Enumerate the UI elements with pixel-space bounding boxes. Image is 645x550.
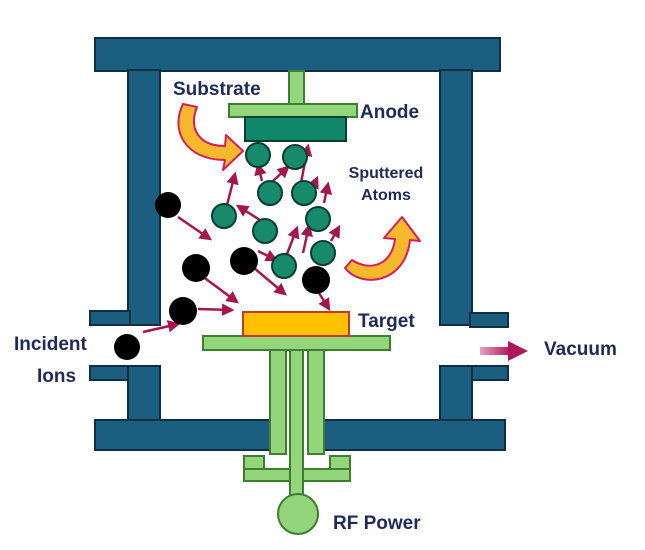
atom-arrow — [272, 165, 290, 182]
target — [242, 311, 350, 337]
sputtered-atom — [310, 240, 336, 266]
left-port-lower-flange — [89, 365, 131, 381]
ion-arrow — [253, 267, 287, 296]
substrate-label: Substrate — [173, 79, 261, 100]
cathode-assembly — [202, 335, 391, 501]
chamber-left-upper-wall — [127, 69, 161, 326]
left-connector-bottom — [243, 468, 291, 482]
sputtered-atoms — [211, 142, 336, 279]
right-port-lower-flange — [469, 365, 509, 381]
incident-ion — [230, 247, 258, 275]
atom-arrow — [225, 171, 239, 206]
sputtered-atom — [245, 142, 271, 168]
sputtered-atom — [211, 203, 237, 229]
cathode-plate — [202, 335, 391, 351]
incident-ions-label-line2: Ions — [37, 366, 76, 387]
right-connector-bottom — [302, 468, 351, 482]
anode-stem — [288, 70, 305, 106]
substrate — [244, 116, 347, 142]
left-port-upper-flange — [89, 310, 131, 326]
chamber-top-plate — [94, 37, 501, 72]
chamber-left-lower-wall — [127, 365, 161, 422]
cathode-stem-center — [289, 349, 304, 501]
incident-ions-label-line1: Incident — [14, 334, 88, 355]
atom-arrow — [328, 224, 341, 242]
rf-power-label: RF Power — [333, 513, 421, 534]
atom-arrow — [319, 181, 333, 204]
atom-arrow — [285, 225, 300, 255]
vacuum-right-arrow-icon — [480, 341, 528, 361]
trajectory-arrows — [142, 143, 341, 334]
vacuum-chamber — [89, 37, 509, 451]
incident-ion — [302, 266, 330, 294]
right-port-upper-flange — [469, 312, 509, 328]
target-label: Target — [358, 311, 415, 332]
atom-arrow — [300, 223, 313, 254]
ion-arrow — [317, 292, 331, 312]
incident-ion — [114, 334, 140, 360]
rf-power-source — [277, 493, 319, 535]
sputtered-atom — [305, 206, 331, 232]
sputtered-atom — [257, 180, 283, 206]
chamber-base-left — [94, 419, 271, 451]
ion-arrow — [201, 274, 240, 304]
ion-arrow — [257, 249, 279, 262]
sputtered-atom — [252, 218, 278, 244]
chamber-base-right — [322, 419, 506, 451]
ion-arrow — [142, 320, 181, 334]
incident-ion — [182, 254, 210, 282]
right-connector-top — [329, 455, 351, 471]
sputtered-atom — [271, 253, 297, 279]
cathode-stem-right-outer — [307, 349, 325, 455]
sputtered-atoms-label-line2: Atoms — [361, 187, 411, 204]
incident-ions — [114, 192, 330, 360]
vacuum-label: Vacuum — [544, 339, 617, 360]
anode-label: Anode — [360, 102, 419, 123]
substrate-curved-arrow-icon — [177, 103, 244, 171]
left-connector-top — [243, 455, 265, 471]
sputtered-atom — [291, 180, 317, 206]
ion-arrow — [177, 215, 213, 241]
incident-ion — [169, 297, 197, 325]
chamber-right-lower-wall — [439, 365, 473, 422]
chamber-right-upper-wall — [439, 69, 473, 326]
sputtered-atom — [282, 144, 308, 170]
sputtered-curved-arrow-icon — [344, 216, 421, 281]
anode-assembly — [228, 70, 358, 118]
anode-plate — [228, 103, 358, 118]
ion-arrow — [197, 303, 235, 316]
sputtered-atoms-label-line1: Sputtered — [349, 165, 424, 182]
cathode-stem-left-outer — [269, 349, 287, 455]
incident-ion — [155, 192, 181, 218]
atom-arrow — [235, 204, 264, 224]
